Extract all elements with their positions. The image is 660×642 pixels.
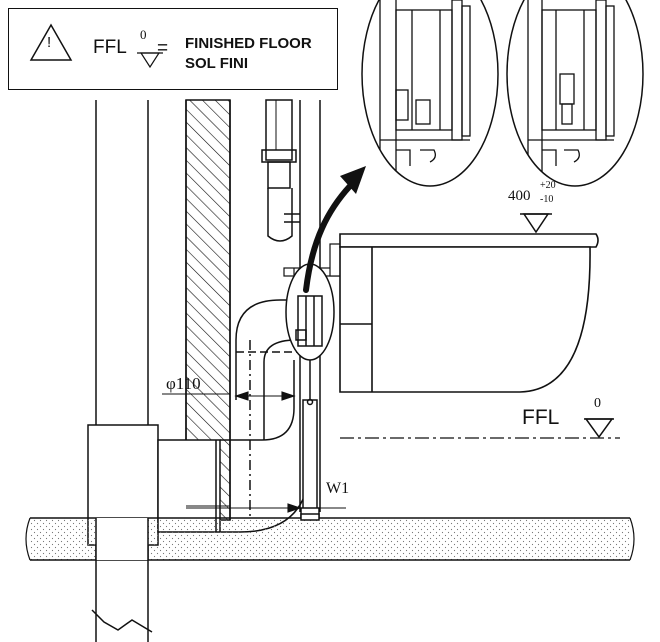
height-tol-plus: +20 (540, 180, 556, 191)
detail-arrow (303, 183, 353, 293)
legend-line-2: SOL FINI (185, 55, 249, 72)
height-base-label: 400 (508, 188, 531, 204)
warning-icon (29, 23, 73, 61)
ffl-floor-zero: 0 (594, 396, 601, 411)
legend-ffl-label: FFL (93, 37, 127, 58)
legend-line-1: FINISHED FLOOR (185, 35, 312, 52)
legend-equals: = (157, 38, 169, 59)
legend-zero: 0 (140, 27, 147, 42)
height-tol-minus: -10 (540, 194, 554, 205)
ffl-marker-triangle (584, 418, 614, 439)
diameter-label: φ110 (166, 374, 201, 393)
w1-dimension (186, 490, 346, 513)
zoom-detail-left (361, 0, 499, 187)
zoom-detail-right (506, 0, 644, 187)
flush-pipe-upper (261, 99, 300, 242)
warning-exclaim: ! (47, 34, 52, 51)
diameter-dimension (162, 391, 296, 401)
ffl-floor-label: FFL (522, 406, 560, 429)
toilet-bowl (339, 233, 599, 393)
legend-box: ! FFL 0 = FINISHED FLOOR SOL FINI (8, 8, 338, 90)
w1-label: W1 (326, 480, 350, 497)
soil-stack-pipe (91, 100, 153, 642)
height-marker-triangle (522, 213, 550, 234)
